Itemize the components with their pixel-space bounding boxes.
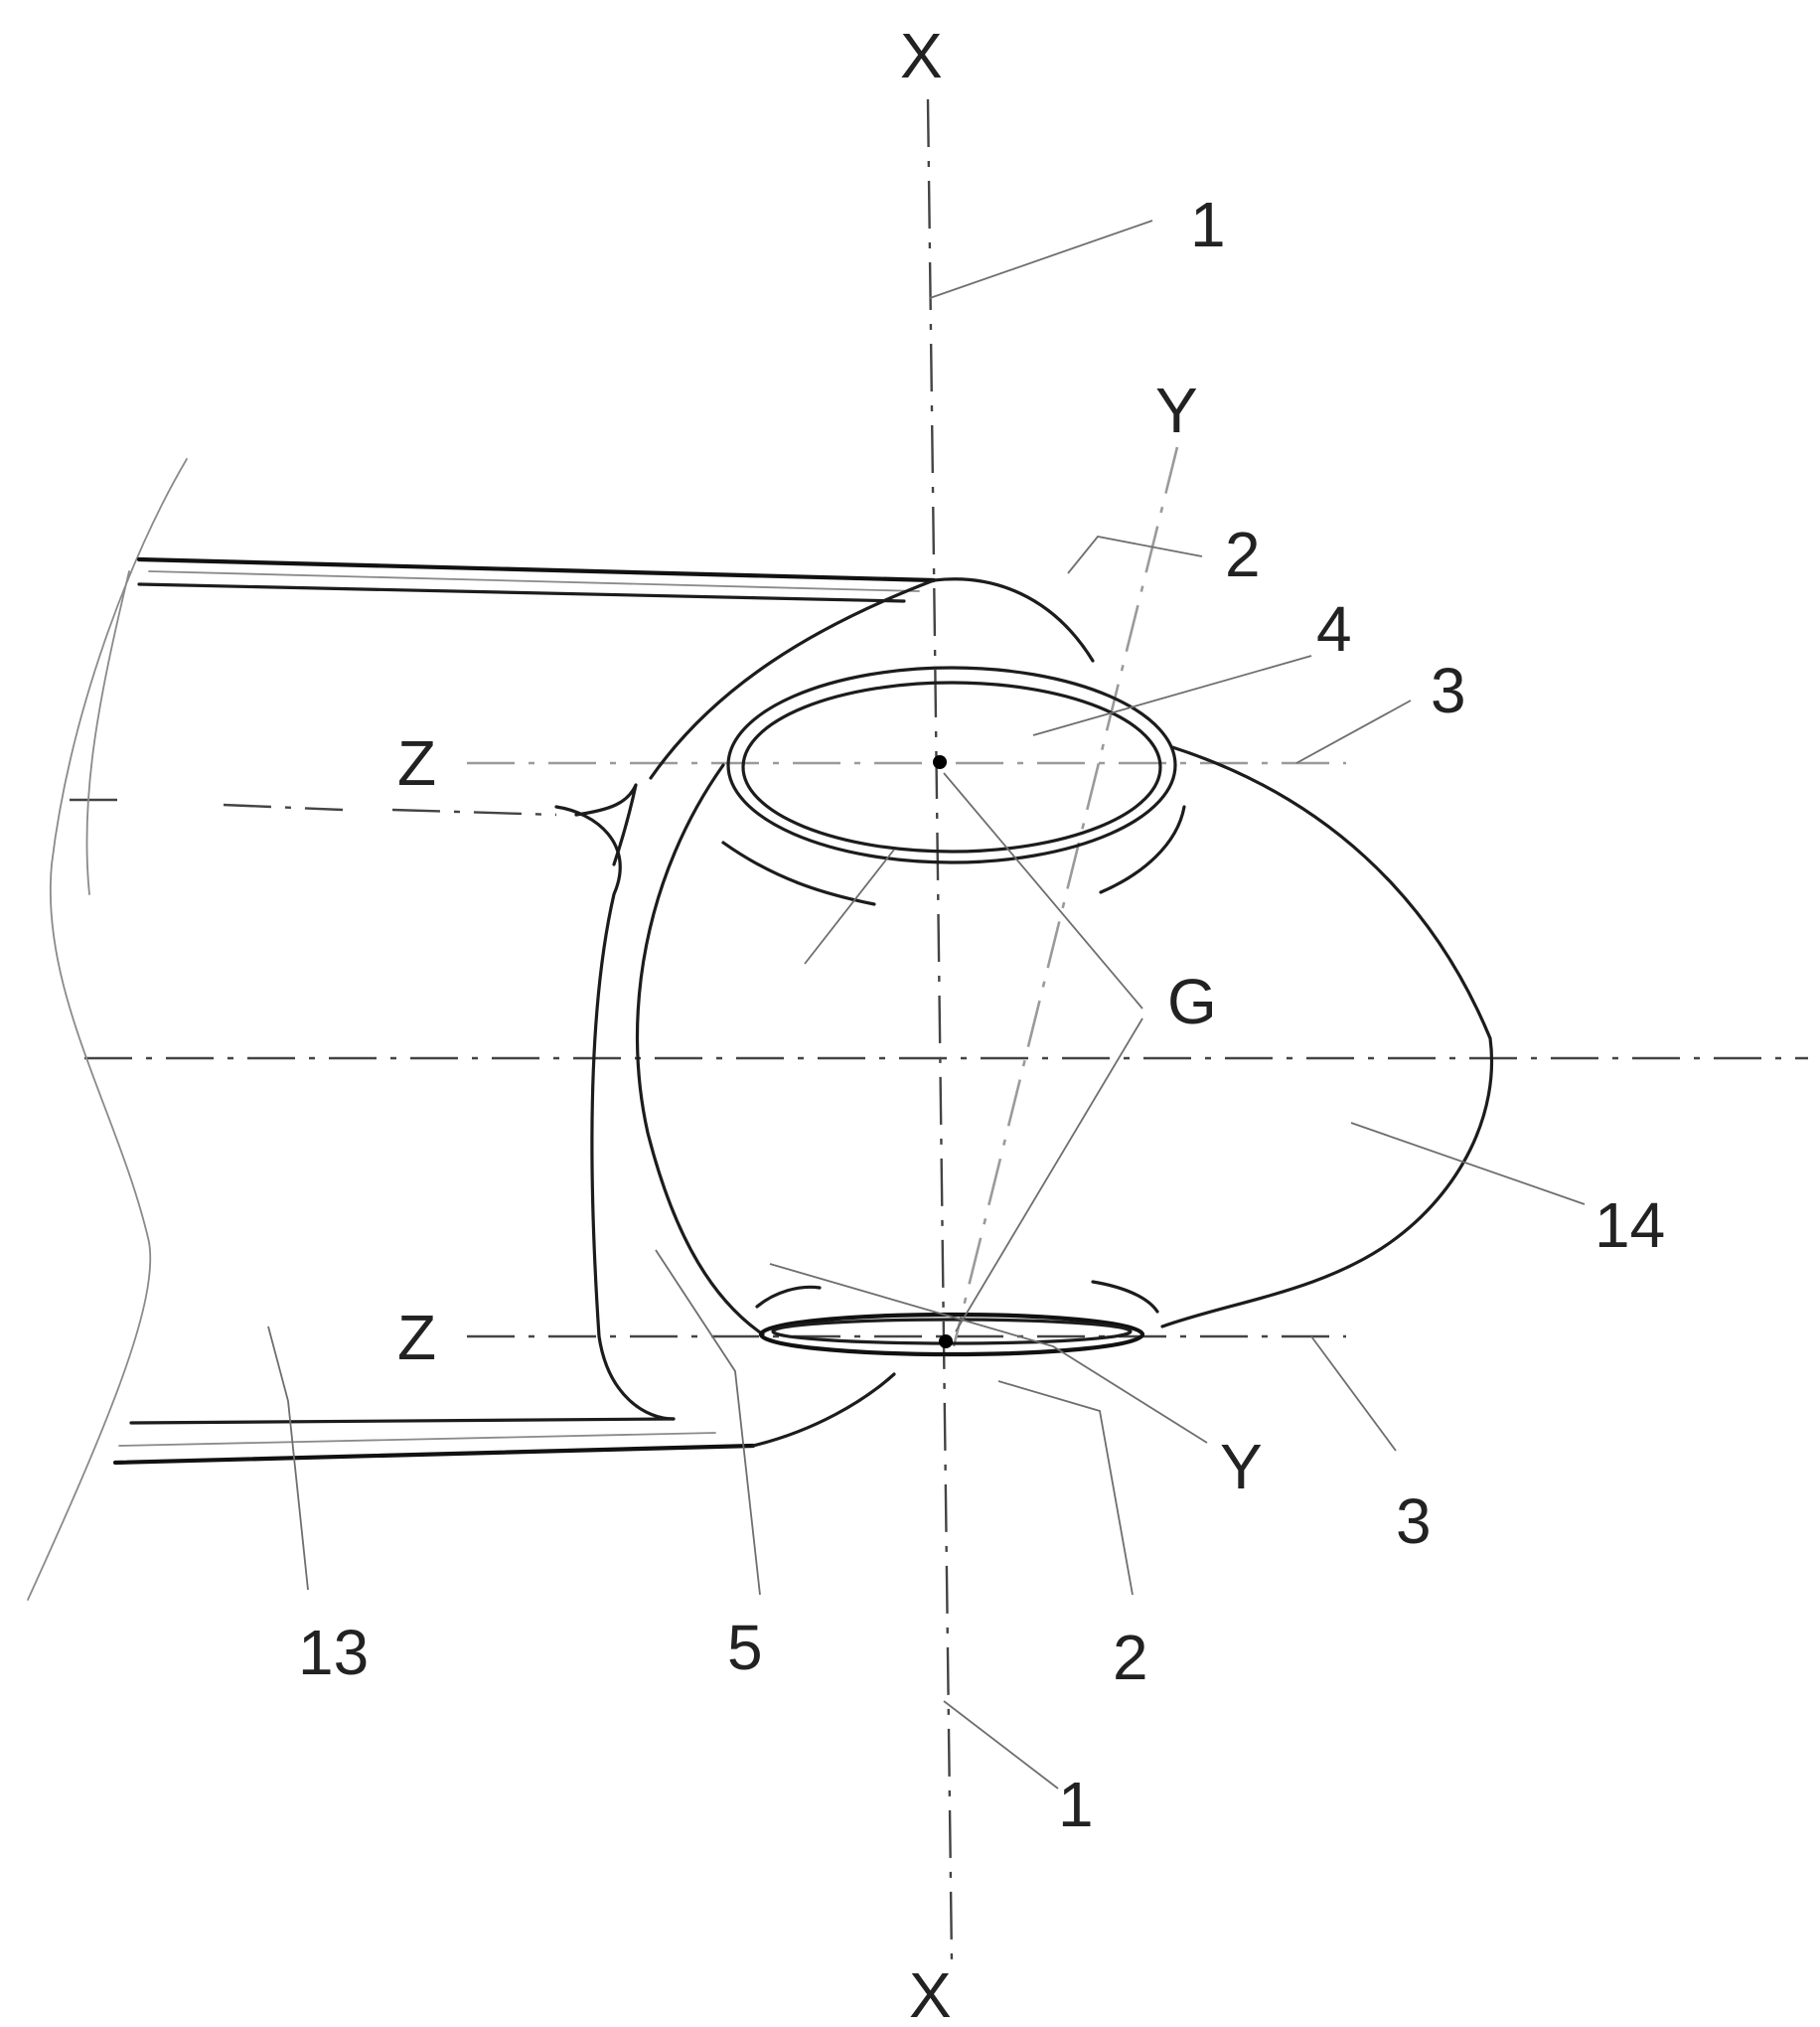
upper-opening-outer	[726, 666, 1177, 864]
break-line-inner	[85, 570, 130, 895]
rail-top-edge-1	[136, 556, 937, 583]
leader-3-bottom	[1310, 1335, 1397, 1452]
label-ref-5: 5	[727, 1612, 763, 1683]
upper-center-point	[933, 755, 947, 769]
lower-opening-shadow-left	[755, 1285, 822, 1309]
label-z-top: Z	[397, 727, 436, 799]
leader-1-bottom	[943, 1700, 1059, 1790]
rail-top-edge-2	[137, 582, 906, 603]
label-z-bottom: Z	[397, 1302, 436, 1373]
leader-4	[1032, 655, 1312, 736]
label-ref-2-bottom: 2	[1113, 1622, 1148, 1693]
rail-bottom-edge-2	[112, 1443, 756, 1466]
leader-y-bottom	[769, 1263, 1208, 1444]
leader-13	[267, 1325, 309, 1591]
rail-bottom-edge-3	[118, 1432, 716, 1447]
node-lower-shell	[751, 1372, 896, 1448]
break-line-outer	[27, 458, 188, 1601]
label-ref-1-bottom: 1	[1058, 1769, 1094, 1840]
leader-2-top	[1067, 536, 1203, 574]
axis-left-dashed	[70, 798, 557, 817]
axis-x-x	[926, 98, 954, 1963]
label-x-top: X	[900, 20, 943, 91]
leader-2-bottom	[997, 1380, 1134, 1596]
leader-1-top	[929, 220, 1153, 299]
label-y-top: Y	[1155, 375, 1198, 446]
node-upper-shell	[649, 577, 1095, 780]
rail-top-edge-3	[148, 570, 920, 592]
web-outline	[554, 805, 676, 1421]
label-x-bottom: X	[909, 1959, 952, 2027]
leader-upper-dash	[804, 849, 895, 965]
leader-3-top	[1295, 700, 1412, 764]
lower-opening-outer	[758, 1312, 1145, 1357]
leader-g-lower	[955, 1017, 1143, 1332]
upper-opening-shadow-left	[721, 841, 876, 906]
upper-opening-shadow-right	[1099, 805, 1186, 894]
label-ref-3-bottom: 3	[1396, 1485, 1432, 1557]
upper-opening-inner	[741, 681, 1162, 854]
leader-14	[1350, 1122, 1586, 1205]
axis-y-y	[952, 446, 1179, 1347]
leader-5	[655, 1249, 761, 1596]
label-y-bottom: Y	[1220, 1431, 1263, 1502]
node-left-shell	[635, 763, 765, 1336]
label-ref-1-top: 1	[1190, 189, 1226, 260]
node-outer-body	[1160, 745, 1494, 1328]
label-ref-2-top: 2	[1225, 519, 1261, 590]
web-fillet	[574, 783, 638, 866]
leader-g-upper	[943, 772, 1143, 1010]
lower-opening-shadow-right	[1091, 1280, 1159, 1314]
label-ref-13: 13	[298, 1617, 369, 1688]
rail-bottom-edge-1	[129, 1417, 676, 1425]
lower-center-point	[939, 1334, 953, 1348]
label-g: G	[1167, 966, 1217, 1037]
label-ref-4: 4	[1316, 593, 1352, 665]
label-ref-14: 14	[1594, 1189, 1665, 1261]
label-ref-3-top: 3	[1431, 655, 1466, 726]
